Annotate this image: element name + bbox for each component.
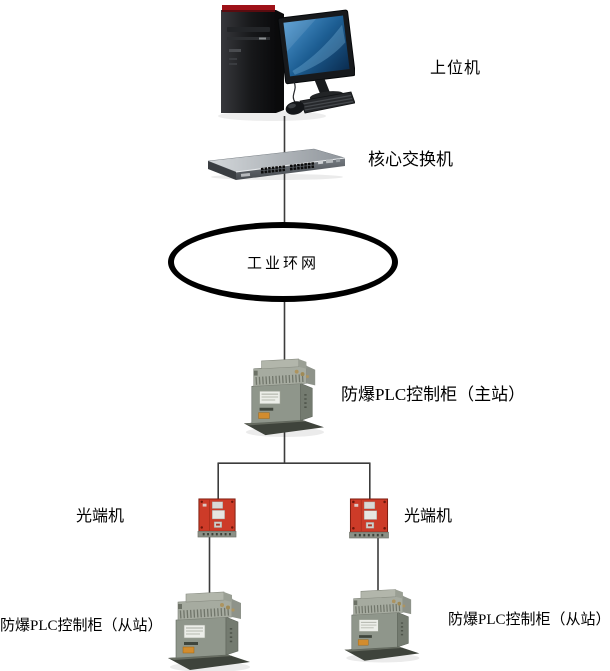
optical-transceiver-icon — [196, 498, 238, 538]
host-label: 上位机 — [430, 60, 482, 77]
host-computer-node — [210, 2, 355, 124]
plc-master-node — [238, 358, 328, 438]
plc-cabinet-icon — [339, 588, 423, 664]
plc-slave-right-label: 防爆PLC控制柜（从站） — [448, 612, 610, 628]
optical-transceiver-icon — [347, 498, 391, 539]
core-switch-label: 核心交换机 — [368, 150, 453, 169]
ring-network-label: 工业环网 — [246, 255, 319, 272]
optical-transceiver-left-node — [196, 498, 238, 538]
optical-transceiver-right-node — [347, 498, 391, 539]
plc-slave-left-node — [162, 591, 254, 671]
plc-cabinet-icon — [162, 591, 254, 671]
plc-cabinet-icon — [238, 358, 328, 438]
rack-switch-icon — [207, 148, 346, 180]
plc-slave-right-node — [339, 588, 423, 664]
ring-network-ellipse: 工业环网 — [168, 222, 398, 302]
optical-right-label: 光端机 — [404, 508, 453, 525]
optical-left-label: 光端机 — [76, 508, 125, 525]
desktop-computer-icon — [218, 5, 355, 121]
plc-master-label: 防爆PLC控制柜（主站） — [341, 385, 526, 404]
core-switch-node — [203, 145, 349, 180]
plc-slave-left-label: 防爆PLC控制柜（从站） — [0, 618, 163, 634]
